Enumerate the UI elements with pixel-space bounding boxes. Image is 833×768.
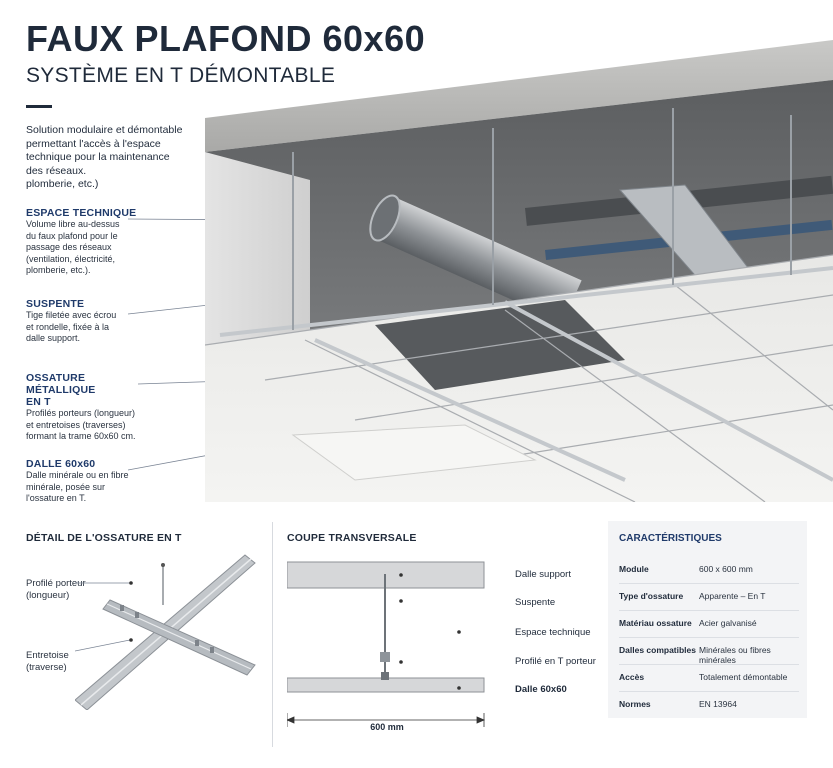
coupe-title: COUPE TRANSVERSALE [287, 532, 417, 544]
t-grid [205, 254, 833, 502]
hanger-top [161, 563, 165, 567]
callout-body: Volume libre au-dessus du faux plafond p… [26, 219, 120, 275]
char-row: Dalles compatibles Minérales ou fibres m… [619, 637, 799, 665]
label-profile-porteur: Profilé porteur (longueur) [26, 578, 86, 601]
char-row: Module 600 x 600 mm [619, 556, 799, 584]
char-key: Normes [619, 699, 651, 709]
title-underline [26, 105, 52, 108]
char-row: Matériau ossature Acier galvanisé [619, 610, 799, 638]
t-profile [381, 672, 389, 680]
callout-suspente: SUSPENTE Tige filetée avec écrou et rond… [26, 298, 141, 345]
char-value: Totalement démontable [699, 672, 788, 682]
callout-title: SUSPENTE [26, 298, 85, 310]
t-grid-detail-illustration [75, 554, 256, 710]
intro-text: Solution modulaire et démontable permett… [26, 124, 183, 190]
callout-espace-technique: ESPACE TECHNIQUE Volume libre au-dessus … [26, 207, 141, 277]
page-title: FAUX PLAFOND 60x60 [26, 18, 426, 59]
tile-section [287, 677, 485, 693]
coupe-label-profile: Profilé en T porteur [515, 656, 596, 667]
ceiling-illustration [205, 40, 833, 502]
coupe-label-dalle: Dalle 60x60 [515, 684, 567, 695]
char-key: Accès [619, 672, 645, 682]
ventilation-duct [369, 194, 582, 323]
callout-title: DALLE 60x60 [26, 458, 96, 470]
callout-title-line2: EN T [26, 396, 51, 408]
cross-section-drawing [287, 561, 486, 727]
char-value: Acier galvanisé [699, 618, 757, 628]
coupe-label-espace: Espace technique [515, 627, 591, 638]
char-row: Type d'ossature Apparente – En T [619, 583, 799, 611]
char-value: Minérales ou fibres minérales [699, 645, 771, 665]
leader-entretoise [75, 639, 131, 652]
hanger-rods [292, 108, 792, 330]
coupe-label-dalle-support: Dalle support [515, 569, 571, 580]
char-key: Module [619, 564, 649, 574]
char-row: Normes EN 13964 [619, 691, 799, 718]
coupe-label-suspente: Suspente [515, 597, 556, 608]
characteristics-card: CARACTÉRISTIQUES Module 600 x 600 mm Typ… [608, 521, 807, 718]
loose-tile [291, 424, 537, 481]
side-wall [205, 152, 310, 345]
page-subtitle: SYSTÈME EN T DÉMONTABLE [26, 64, 336, 87]
char-value: Apparente – En T [699, 591, 766, 601]
callout-dalle: DALLE 60x60 Dalle minérale ou en fibre m… [26, 458, 141, 505]
char-key: Matériau ossature [619, 618, 692, 628]
char-value: 600 x 600 mm [699, 564, 753, 574]
callout-body: Profilés porteurs (longueur) et entretoi… [26, 408, 136, 441]
char-value: EN 13964 [699, 699, 737, 709]
callout-title: OSSATURE MÉTALLIQUE [26, 372, 96, 396]
callout-ossature: OSSATURE MÉTALLIQUE EN T Profilés porteu… [26, 372, 141, 443]
dimension-line [287, 713, 486, 727]
main-runners [219, 266, 833, 482]
char-key: Type d'ossature [619, 591, 684, 601]
concrete-slab [205, 40, 833, 152]
detail-title: DÉTAIL DE L'OSSATURE EN T [26, 532, 182, 544]
char-row: Accès Totalement démontable [619, 664, 799, 692]
callout-title: ESPACE TECHNIQUE [26, 207, 137, 219]
section-divider [272, 522, 273, 747]
characteristics-title: CARACTÉRISTIQUES [619, 533, 722, 544]
dimension-label: 600 mm [362, 722, 412, 732]
callout-body: Dalle minérale ou en fibre minérale, pos… [26, 470, 129, 503]
cross-tee [102, 599, 256, 676]
nut [380, 652, 390, 662]
label-entretoise: Entretoise (traverse) [26, 650, 69, 673]
slots [120, 605, 214, 653]
char-key: Dalles compatibles [619, 645, 697, 655]
callout-body: Tige filetée avec écrou et rondelle, fix… [26, 310, 117, 343]
